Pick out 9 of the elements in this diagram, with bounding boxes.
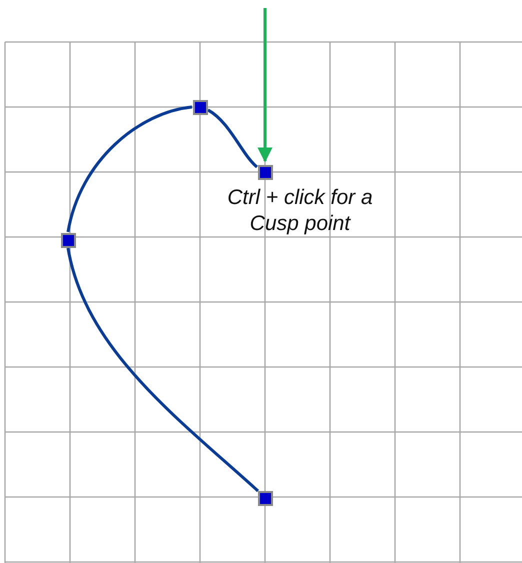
control-point-handle <box>258 165 273 180</box>
arrow <box>258 8 272 162</box>
hint-text: Ctrl + click for a Cusp point <box>226 185 374 237</box>
control-point-handle <box>258 491 273 506</box>
control-point-handle <box>61 233 76 248</box>
curve-segment <box>66 248 259 492</box>
control-point-handle <box>193 100 208 115</box>
curve-segment <box>66 106 192 232</box>
curve-segment <box>207 108 258 168</box>
